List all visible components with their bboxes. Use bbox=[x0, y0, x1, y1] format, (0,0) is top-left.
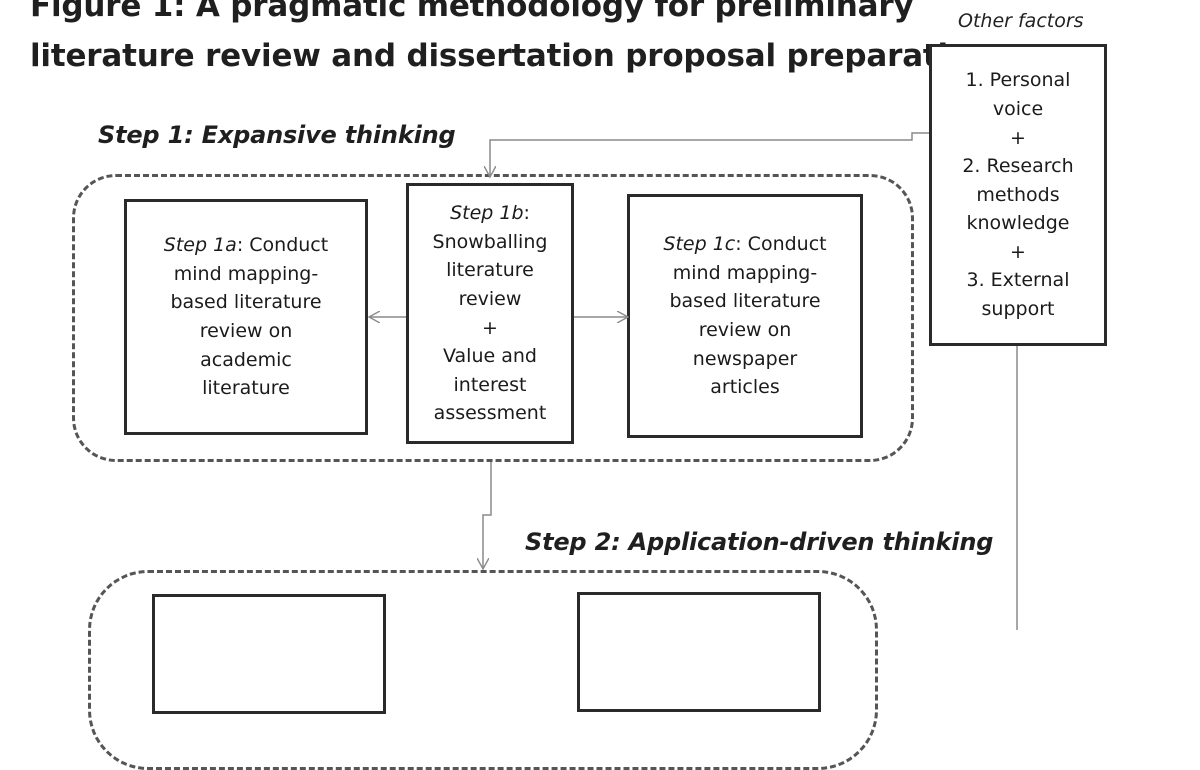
other-factors-box: 1. Personal voice + 2. Research methods … bbox=[929, 44, 1107, 346]
step1b-line: Snowballing bbox=[432, 230, 548, 253]
step1b-line: literature bbox=[446, 259, 534, 282]
step1c-line: articles bbox=[710, 376, 780, 399]
other-factors-line: + bbox=[1010, 240, 1026, 263]
figure-title-line-1: Figure 1: A pragmatic methodology for pr… bbox=[30, 0, 914, 24]
step1b-line: review bbox=[458, 287, 522, 310]
step1c-line: mind mapping- bbox=[672, 261, 818, 284]
step1a-line: review on bbox=[199, 320, 293, 342]
other-factors-line: knowledge bbox=[966, 212, 1070, 235]
other-factors-text: 1. Personal voice + 2. Research methods … bbox=[962, 66, 1073, 323]
step1b-step-label: Step 1b bbox=[450, 202, 524, 225]
step1c-heading-text: : Conduct bbox=[735, 233, 827, 256]
figure-title-line-2: literature review and dissertation propo… bbox=[30, 38, 991, 74]
step1a-step-label: Step 1a bbox=[163, 234, 237, 257]
step1a-line: literature bbox=[202, 377, 290, 400]
step2-label: Step 2: Application-driven thinking bbox=[525, 528, 994, 556]
figure-title: Figure 1: A pragmatic methodology for pr… bbox=[30, 0, 991, 74]
step1b-box: Step 1b: Snowballing literature review +… bbox=[406, 183, 574, 444]
other-factors-line: + bbox=[1010, 126, 1026, 149]
step1a-text: Step 1a: Conduct mind mapping- based lit… bbox=[164, 231, 328, 403]
step1c-line: review on bbox=[698, 319, 792, 341]
step1b-text: Step 1b: Snowballing literature review +… bbox=[433, 199, 548, 428]
step1a-box: Step 1a: Conduct mind mapping- based lit… bbox=[124, 199, 368, 435]
other-factors-line: 1. Personal bbox=[965, 69, 1071, 92]
step1a-line: mind mapping- bbox=[173, 262, 319, 285]
step1-label: Step 1: Expansive thinking bbox=[98, 121, 456, 149]
other-factors-line: support bbox=[981, 298, 1055, 321]
step1c-line: newspaper bbox=[692, 347, 798, 370]
connectors bbox=[0, 132, 1018, 630]
step1b-line: interest bbox=[453, 373, 527, 396]
other-factors-label: Other factors bbox=[958, 10, 1084, 32]
step1c-step-label: Step 1c bbox=[663, 233, 736, 256]
step1b-line: + bbox=[482, 316, 498, 339]
other-factors-line: methods bbox=[976, 183, 1060, 206]
other-factors-line: 2. Research bbox=[962, 155, 1074, 178]
step1a-line: academic bbox=[200, 348, 292, 371]
step1b-line: assessment bbox=[433, 402, 547, 425]
feedback-arrow bbox=[490, 132, 929, 176]
step1c-text: Step 1c: Conduct mind mapping- based lit… bbox=[663, 230, 826, 402]
step1c-box: Step 1c: Conduct mind mapping- based lit… bbox=[627, 194, 863, 438]
step1a-heading-text: : Conduct bbox=[236, 234, 329, 257]
step1a-line: based literature bbox=[170, 291, 322, 314]
step1b-heading-text: : bbox=[523, 202, 530, 225]
other-factors-line: 3. External bbox=[966, 269, 1070, 292]
step1b-line: Value and bbox=[443, 345, 537, 368]
other-factors-line: voice bbox=[992, 97, 1044, 120]
arrow-step1-to-step2 bbox=[483, 462, 492, 568]
step1c-line: based literature bbox=[669, 290, 821, 313]
